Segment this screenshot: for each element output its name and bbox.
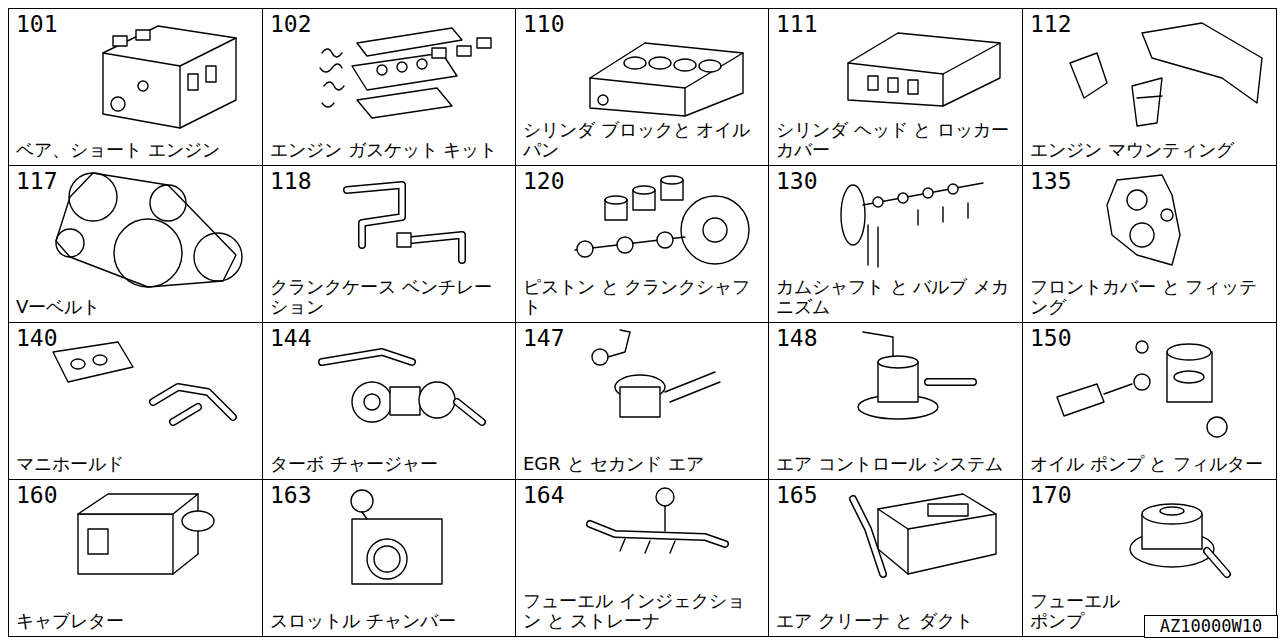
section-number: 170: [1030, 484, 1072, 507]
section-number: 148: [776, 327, 818, 350]
air-cleaner-illustration: [853, 494, 996, 574]
section-number: 150: [1030, 327, 1072, 350]
catalog-cell: 160 キャブレター: [8, 479, 263, 637]
section-label: エンジン マウンティング: [1030, 140, 1234, 161]
cylinder-head-illustration: [848, 33, 1000, 106]
catalog-cell: 102 エンジン ガスケット キット: [262, 8, 516, 166]
section-number: 101: [16, 13, 58, 36]
catalog-cell: 144 ターボ チャージャー: [262, 322, 516, 480]
throttle-chamber-illustration: [351, 490, 442, 584]
section-label: シリンダ ブロックと オイルパン: [523, 120, 762, 161]
oil-filter-illustration: [1057, 341, 1227, 437]
engine-mount-illustration: [1070, 23, 1262, 126]
section-label: ターボ チャージャー: [270, 454, 438, 475]
section-label: EGR と セカンド エア: [523, 454, 704, 475]
section-number: 110: [523, 13, 565, 36]
air-control-illustration: [858, 332, 973, 419]
fuel-pump-illustration: [1130, 504, 1227, 574]
fuel-injector-illustration: [590, 488, 725, 553]
section-number: 120: [523, 170, 565, 193]
front-cover-illustration: [1107, 175, 1180, 265]
cylinder-block-illustration: [590, 43, 743, 116]
v-belt-illustration: [56, 173, 242, 287]
piston-illustration: [575, 176, 749, 264]
section-label: フロントカバー と フィッテング: [1030, 277, 1270, 318]
catalog-cell: 165 エア クリーナ と ダクト: [768, 479, 1023, 637]
section-number: 165: [776, 484, 818, 507]
section-number: 130: [776, 170, 818, 193]
drawing-code-box: AZ10000W10: [1144, 615, 1278, 638]
catalog-cell: 163 スロットル チャンバー: [262, 479, 516, 637]
gasket-illustration: [320, 28, 491, 118]
section-number: 111: [776, 13, 818, 36]
egr-valve-illustration: [592, 330, 720, 417]
catalog-cell: 118 クランクケース ベンチレーション: [262, 165, 516, 323]
catalog-cell: 148 エア コントロール システム: [768, 322, 1023, 480]
section-label: カムシャフト と バルブ メカニズム: [776, 277, 1016, 318]
catalog-cell: 111 シリンダ ヘッド と ロッカー カバー: [768, 8, 1023, 166]
manifold-illustration: [53, 342, 233, 422]
section-number: 163: [270, 484, 312, 507]
section-label: フューエル ポンプ: [1030, 591, 1136, 632]
catalog-cell: 120 ピストン と クランクシャフト: [515, 165, 769, 323]
catalog-cell: 135 フロントカバー と フィッテング: [1022, 165, 1277, 323]
section-number: 117: [16, 170, 58, 193]
drawing-code: AZ10000W10: [1160, 618, 1262, 635]
section-label: Vーベルト: [16, 297, 100, 318]
section-label: キャブレター: [16, 611, 124, 632]
section-label: シリンダ ヘッド と ロッカー カバー: [776, 120, 1016, 161]
catalog-cell: 147EGR と セカンド エア: [515, 322, 769, 480]
camshaft-illustration: [841, 183, 983, 267]
catalog-cell: 140 マニホールド: [8, 322, 263, 480]
section-number: 144: [270, 327, 312, 350]
catalog-cell: 150 オイル ポンプ と フィルター: [1022, 322, 1277, 480]
section-label: オイル ポンプ と フィルター: [1030, 454, 1263, 475]
section-number: 135: [1030, 170, 1072, 193]
section-label: スロットル チャンバー: [270, 611, 456, 632]
section-label: フューエル インジェクション と ストレーナ: [523, 591, 762, 632]
section-label: エア クリーナ と ダクト: [776, 611, 973, 632]
ventilation-hose-illustration: [347, 185, 462, 260]
section-label: ベア、ショート エンジン: [16, 140, 220, 161]
catalog-cell: 164 フューエル インジェクション と ストレーナ: [515, 479, 769, 637]
section-number: 160: [16, 484, 58, 507]
catalog-cell: 117Vーベルト: [8, 165, 263, 323]
section-number: 118: [270, 170, 312, 193]
section-label: エンジン ガスケット キット: [270, 140, 497, 161]
catalog-cell: 110 シリンダ ブロックと オイルパン: [515, 8, 769, 166]
catalog-cell: 170 フューエル ポンプ AZ10000W10: [1022, 479, 1277, 637]
carburetor-illustration: [78, 494, 214, 574]
section-label: ピストン と クランクシャフト: [523, 277, 762, 318]
catalog-cell: 101 ベア、ショート エンジン: [8, 8, 263, 166]
engine-illustration: [103, 26, 236, 128]
section-label: マニホールド: [16, 454, 124, 475]
section-label: エア コントロール システム: [776, 454, 1003, 475]
turbocharger-illustration: [322, 352, 482, 422]
catalog-cell: 112 エンジン マウンティング: [1022, 8, 1277, 166]
section-number: 140: [16, 327, 58, 350]
section-number: 112: [1030, 13, 1072, 36]
section-number: 164: [523, 484, 565, 507]
catalog-cell: 130 カムシャフト と バルブ メカニズム: [768, 165, 1023, 323]
section-number: 147: [523, 327, 565, 350]
section-number: 102: [270, 13, 312, 36]
section-label: クランクケース ベンチレーション: [270, 277, 509, 318]
